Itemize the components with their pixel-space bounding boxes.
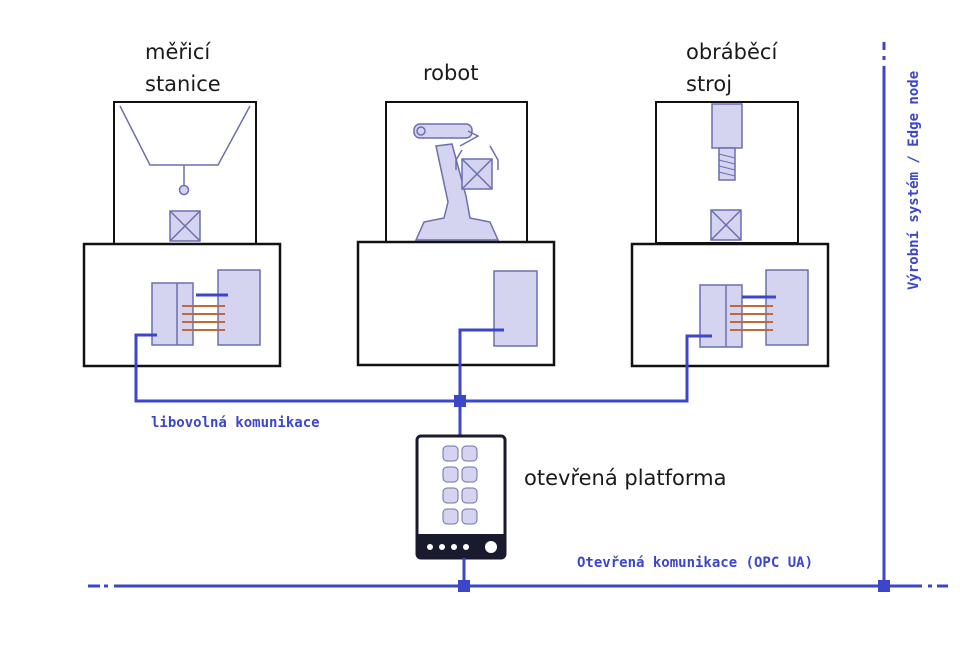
measuring-probe-icon (119, 105, 251, 196)
measuring-station-label-1: měřicí (145, 40, 211, 64)
tablet-icon (415, 434, 507, 560)
controller-module (493, 270, 538, 347)
coil-icon (730, 305, 773, 331)
edge-node-junction (878, 580, 890, 592)
controller-module (765, 269, 809, 346)
measuring-station-label-2: stanice (145, 72, 221, 96)
machine-label-2: stroj (686, 72, 732, 96)
machine-label-1: obráběcí (686, 40, 778, 64)
bus-junction (458, 580, 470, 592)
machine-tool (630, 101, 830, 368)
milling-spindle-icon (711, 103, 743, 181)
open-platform-label: otevřená platforma (524, 466, 726, 490)
crossed-box-icon (710, 209, 742, 241)
robot-label: robot (423, 61, 478, 85)
controller-module (151, 282, 194, 346)
edge-node-label: Výrobní systém / Edge node (906, 71, 922, 290)
network-junction (454, 395, 466, 407)
coil-icon (182, 305, 225, 331)
controller-module (217, 269, 261, 346)
measuring-station (82, 101, 282, 368)
open-communication-label: Otevřená komunikace (OPC UA) (577, 555, 813, 571)
robot-arm-icon (413, 123, 500, 241)
any-communication-label: libovolná komunikace (151, 415, 320, 431)
crossed-box-icon (169, 210, 201, 242)
controller-module (699, 284, 743, 348)
robot-station (356, 101, 556, 367)
opc-ua-bus (88, 558, 948, 588)
local-network (134, 328, 712, 438)
